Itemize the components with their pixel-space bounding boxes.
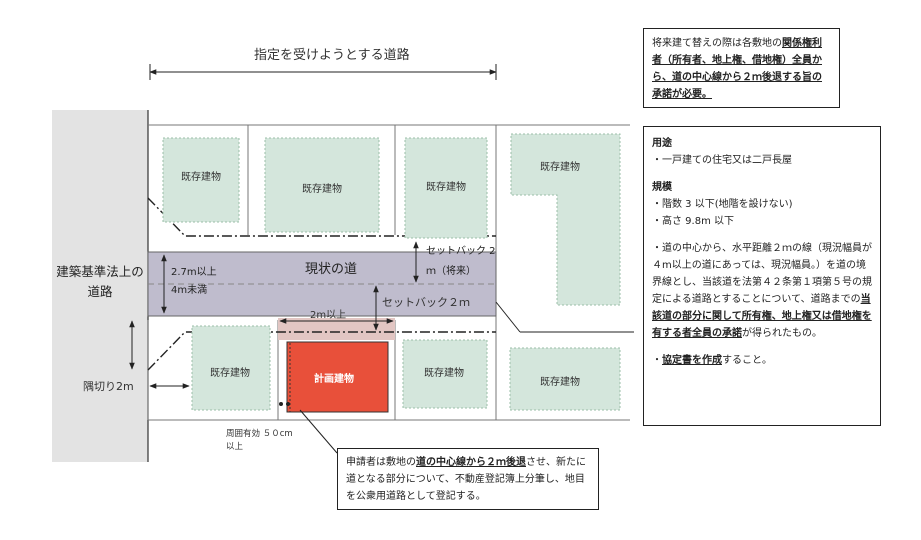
existing-building-1 [162,137,240,223]
rebuild-consent-note: 将来建て替えの際は各敷地の関係権利者（所有者、地上権、借地権）全員から、道の中心… [643,28,840,108]
width-range-label: 2.7m以上 4m未満 [171,267,217,296]
setback-line-lower [147,331,496,371]
existing-building-6 [402,339,488,409]
paragraph-emphasis: 当該道の部分に関して所有権、地上権又は借地権を有する者全員の承諾 [652,294,872,339]
leader-bottom-note [299,409,338,454]
existing-building-label: 既存建物 [424,368,464,379]
agreement-tail: すること。 [722,355,772,366]
scale-item: ・階数 3 以下(地階を設けない) [652,199,793,210]
existing-building-label: 既存建物 [540,162,580,173]
planned-building [286,341,389,413]
setback-line-upper [147,197,496,237]
setback-future-label: セットバック 2ｍ（将来） [426,246,496,277]
road-condition-paragraph: ・道の中心から、水平距離２ｍの線（現況幅員が４m以上の道にあっては、現況幅員。）… [652,240,872,342]
corner-label: 隅切り2m [83,380,134,393]
use-heading: 用途 [652,138,672,149]
perimeter-clearance-label: 周囲有効 ５０cm以上 [226,429,293,452]
existing-building-4 [510,133,621,306]
note-emphasis: 道の中心線から２ｍ後退 [416,457,526,468]
bullet: ・ [652,355,662,366]
existing-building-label: 既存建物 [181,172,221,183]
note-text: させ、新たに道となる部分について、不動産登記簿上分筆し、地目を公衆用道路として登… [346,457,586,502]
paragraph-tail: が得られたもの。 [742,328,822,339]
existing-building-label: 既存建物 [302,184,342,195]
current-road-label: 現状の道 [305,262,358,277]
scale-item: ・高さ 9.8m 以下 [652,216,735,227]
existing-building-2 [264,137,380,233]
leader-requirements [495,301,521,333]
note-emphasis: 関係権利者（所有者、地上権、借地権）全員から、道の中心線から２ｍ後退する旨の承諾… [652,38,822,100]
road-title: 指定を受けようとする道路 [254,48,410,63]
main-road [52,110,148,462]
existing-building-5 [191,325,271,411]
two-m-min-label: 2m以上 [310,310,347,321]
existing-building-3 [404,137,488,239]
planned-building-label: 計画建物 [314,374,354,385]
requirements-panel: 用途 ・一戸建ての住宅又は二戸長屋 規模 ・階数 3 以下(地階を設けない) ・… [643,126,881,426]
note-text: 申請者は敷地の [346,457,416,468]
scale-heading: 規模 [652,182,672,193]
existing-building-label: 既存建物 [426,182,466,193]
use-item: ・一戸建ての住宅又は二戸長屋 [652,155,792,166]
agreement-item: ・協定書を作成すること。 [652,352,872,369]
existing-building-7 [509,347,621,411]
main-road-label: 建築基準法上の道路 [56,264,144,299]
paragraph-text: ・道の中心から、水平距離２ｍの線（現況幅員が４m以上の道にあっては、現況幅員。）… [652,243,872,305]
agreement-emphasis: 協定書を作成 [662,355,722,366]
existing-building-label: 既存建物 [210,368,250,379]
setback-2m-label: セットバック２ｍ [382,296,470,309]
existing-building-label: 既存建物 [540,377,580,388]
registration-note: 申請者は敷地の道の中心線から２ｍ後退させ、新たに道となる部分について、不動産登記… [337,448,599,510]
note-text: 将来建て替えの際は各敷地の [652,38,782,49]
